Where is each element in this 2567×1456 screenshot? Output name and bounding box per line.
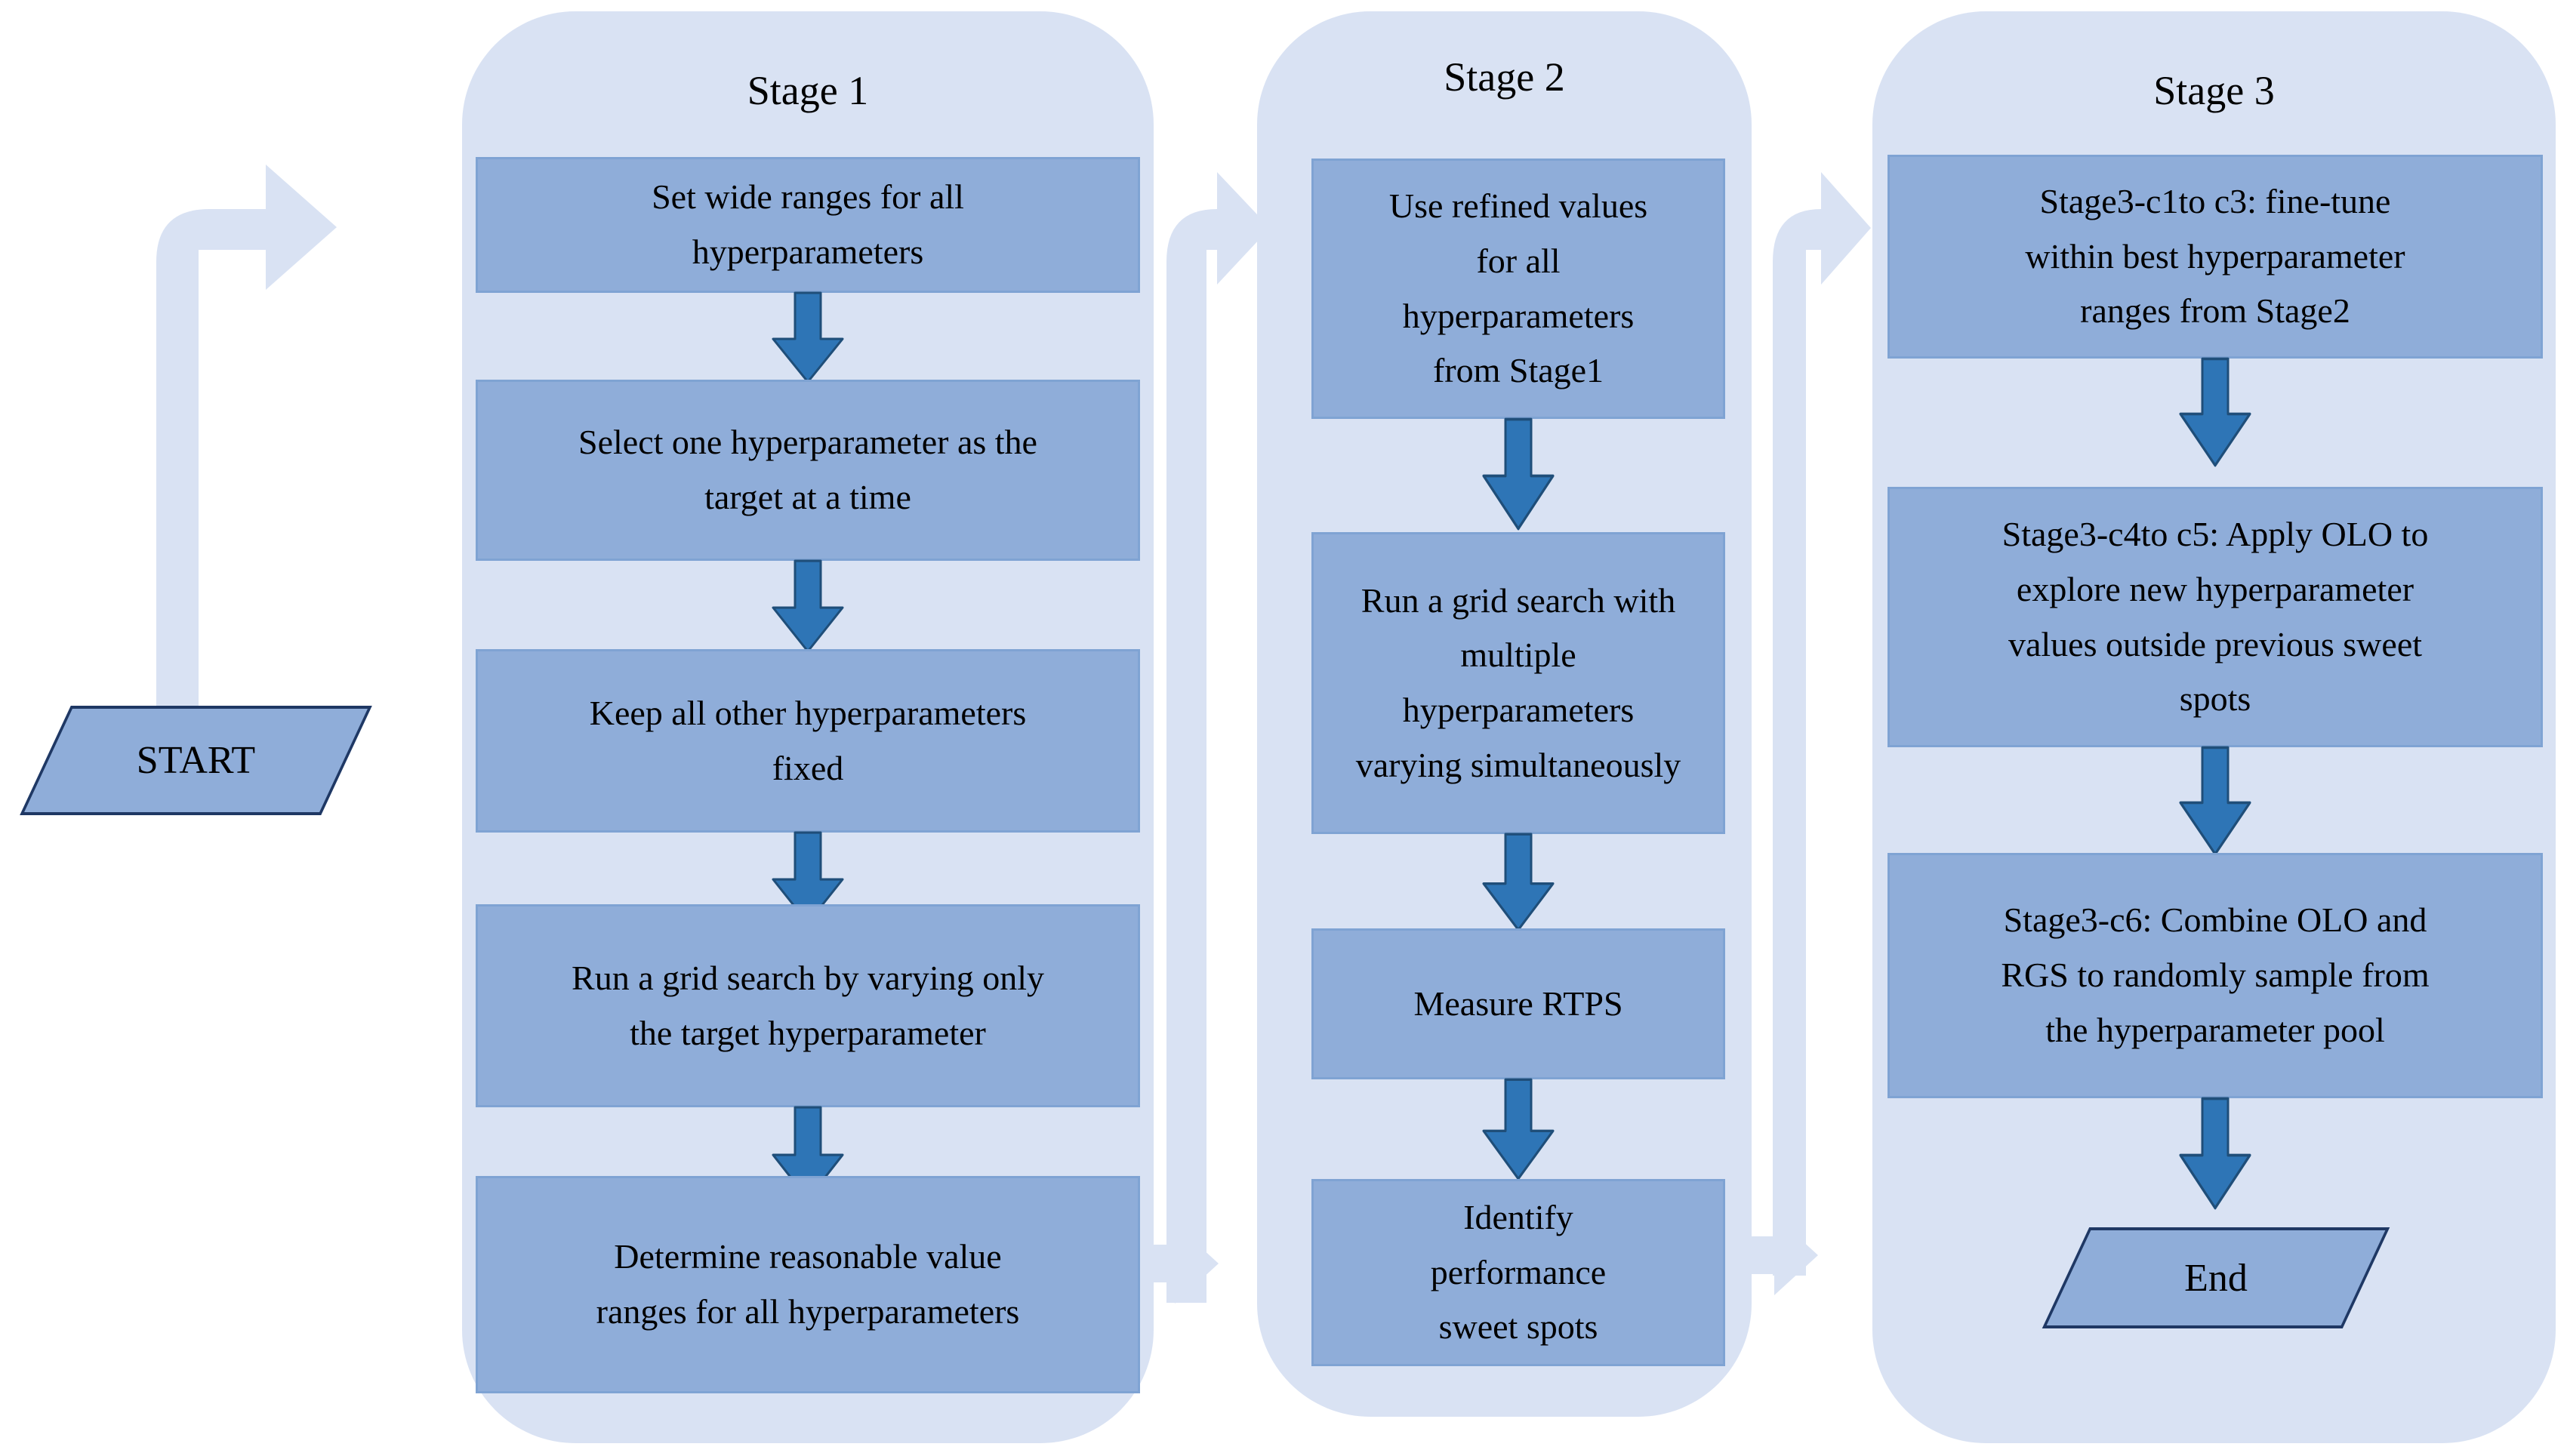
down-arrow-shape: [1482, 417, 1555, 531]
down-arrow-icon: [1482, 417, 1555, 531]
down-arrow-icon: [1482, 833, 1555, 931]
stage3-title: Stage 3: [2153, 68, 2275, 113]
down-arrow-icon: [1482, 1078, 1555, 1180]
stage1-step-1-box: Set wide ranges for all hyperparameters: [476, 157, 1140, 293]
start-terminal: START: [17, 706, 375, 815]
stage1-title: Stage 1: [747, 68, 869, 113]
stage3-step-3-box: Stage3-c6: Combine OLO and RGS to random…: [1888, 853, 2543, 1098]
start-to-stage1-elbow-arrow-icon: [156, 165, 337, 755]
stage2-step-3-box: Measure RTPS: [1311, 928, 1725, 1079]
down-arrow-icon: [2179, 746, 2251, 856]
stage2-title: Stage 2: [1444, 54, 1565, 100]
stage2-step-1-box: Use refined values for all hyperparamete…: [1311, 159, 1725, 419]
stage1-step-5-box: Determine reasonable value ranges for al…: [476, 1176, 1140, 1393]
stage2-to-stage3-elbow-arrow-icon: [1773, 172, 1871, 1276]
stage3-step-1-box: Stage3-c1to c3: fine-tune within best hy…: [1888, 155, 2543, 359]
end-terminal-label: End: [2184, 1256, 2248, 1300]
down-arrow-shape: [772, 559, 844, 653]
stage3-step-2-box: Stage3-c4to c5: Apply OLO to explore new…: [1888, 487, 2543, 747]
down-arrow-icon: [772, 559, 844, 653]
stage1-to-stage2-elbow-arrow-icon: [1166, 172, 1270, 1303]
stage1-step-4-box: Run a grid search by varying only the ta…: [476, 904, 1140, 1107]
stage2-exit-arrow-icon: [1733, 1215, 1818, 1295]
down-arrow-icon: [772, 291, 844, 383]
down-arrow-shape: [2179, 357, 2251, 467]
down-arrow-shape: [772, 291, 844, 383]
stage2-step-2-box: Run a grid search with multiple hyperpar…: [1311, 532, 1725, 834]
down-arrow-icon: [2179, 1097, 2251, 1210]
down-arrow-shape: [2179, 1097, 2251, 1210]
stage2-step-4-box: Identify performance sweet spots: [1311, 1179, 1725, 1366]
down-arrow-icon: [2179, 357, 2251, 467]
down-arrow-shape: [2179, 746, 2251, 856]
stage1-exit-arrow-icon: [1132, 1224, 1219, 1304]
start-terminal-label: START: [136, 739, 256, 782]
stage1-step-3-box: Keep all other hyperparameters fixed: [476, 649, 1140, 833]
down-arrow-shape: [772, 831, 844, 925]
down-arrow-shape: [1482, 833, 1555, 931]
down-arrow-icon: [772, 831, 844, 925]
stage1-step-2-box: Select one hyperparameter as the target …: [476, 380, 1140, 561]
end-terminal: End: [2038, 1227, 2393, 1328]
down-arrow-shape: [1482, 1078, 1555, 1180]
